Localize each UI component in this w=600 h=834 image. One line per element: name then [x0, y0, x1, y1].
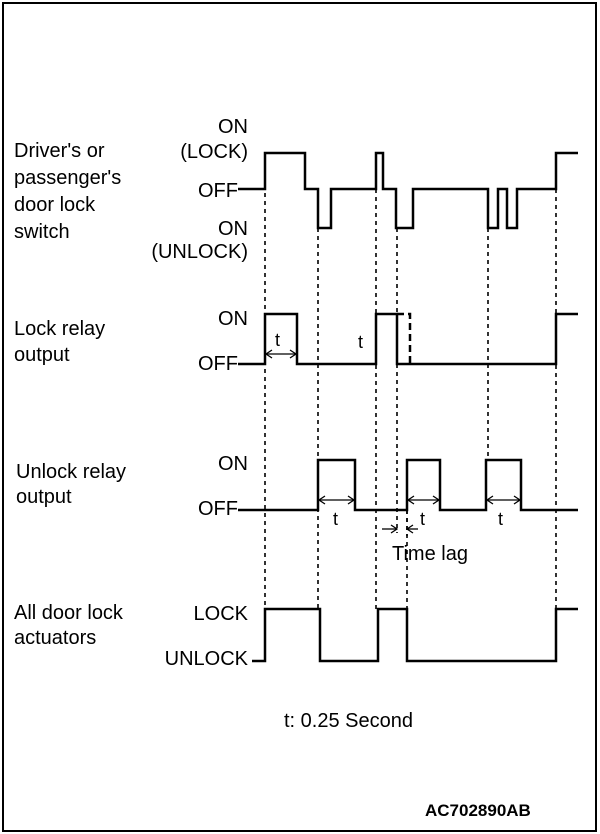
actuators-label-line-2: actuators [14, 627, 96, 649]
t-label: t [358, 332, 363, 352]
t-marker-unlock-1: t [317, 495, 356, 529]
lock-relay-state-labels: ON OFF [198, 308, 248, 375]
lock-relay-state-on: ON [218, 308, 248, 330]
alignment-lines [264, 153, 557, 609]
duration-markers: t t t t t [264, 330, 522, 529]
unlock-relay-label-line-2: output [16, 486, 72, 508]
t-label: t [420, 509, 425, 529]
unlock-relay-waveform [238, 458, 578, 512]
lock-relay-label-line-1: Lock relay [14, 318, 105, 340]
actuators-label-line-1: All door lock [14, 602, 124, 624]
time-lag-label: Time lag [392, 543, 468, 565]
lock-relay-label-line-2: output [14, 344, 70, 366]
actuators-state-lock: LOCK [194, 603, 249, 625]
switch-waveform [238, 151, 578, 230]
switch-label-line-1: Driver's or [14, 140, 105, 162]
switch-state-unlock: (UNLOCK) [151, 241, 248, 263]
t-marker-unlock-3: t [485, 495, 522, 529]
lock-relay-extended-pulse [397, 312, 412, 364]
switch-row-label: Driver's or passenger's door lock switch [14, 140, 121, 243]
t-marker-lock-1: t [264, 330, 298, 359]
unlock-relay-state-on: ON [218, 453, 248, 475]
figure-code: AC702890AB [425, 801, 531, 820]
actuators-row-label: All door lock actuators [14, 602, 124, 649]
unlock-relay-label-line-1: Unlock relay [16, 461, 126, 483]
switch-label-line-2: passenger's [14, 167, 121, 189]
switch-state-off: OFF [198, 180, 238, 202]
t-label: t [275, 330, 280, 350]
switch-state-labels: ON (LOCK) OFF ON (UNLOCK) [151, 116, 248, 263]
lock-relay-row-label: Lock relay output [14, 318, 105, 366]
t-marker-lock-2: t [358, 332, 363, 352]
t-label: t [498, 509, 503, 529]
switch-state-on-unlock: ON [218, 218, 248, 240]
actuators-state-unlock: UNLOCK [165, 648, 249, 670]
switch-label-line-3: door lock [14, 194, 96, 216]
lock-relay-state-off: OFF [198, 353, 238, 375]
switch-label-line-4: switch [14, 221, 70, 243]
unlock-relay-state-off: OFF [198, 498, 238, 520]
footnote: t: 0.25 Second [284, 710, 413, 732]
t-label: t [333, 509, 338, 529]
unlock-relay-state-labels: ON OFF [198, 453, 248, 520]
unlock-relay-row-label: Unlock relay output [16, 461, 126, 508]
switch-state-on-lock: ON [218, 116, 248, 138]
actuators-waveform [252, 607, 578, 663]
switch-state-lock: (LOCK) [180, 141, 248, 163]
t-marker-unlock-2: t [406, 495, 441, 529]
actuators-state-labels: LOCK UNLOCK [165, 603, 249, 670]
lock-relay-waveform [238, 312, 578, 366]
time-lag-marker: Time lag [382, 510, 468, 565]
